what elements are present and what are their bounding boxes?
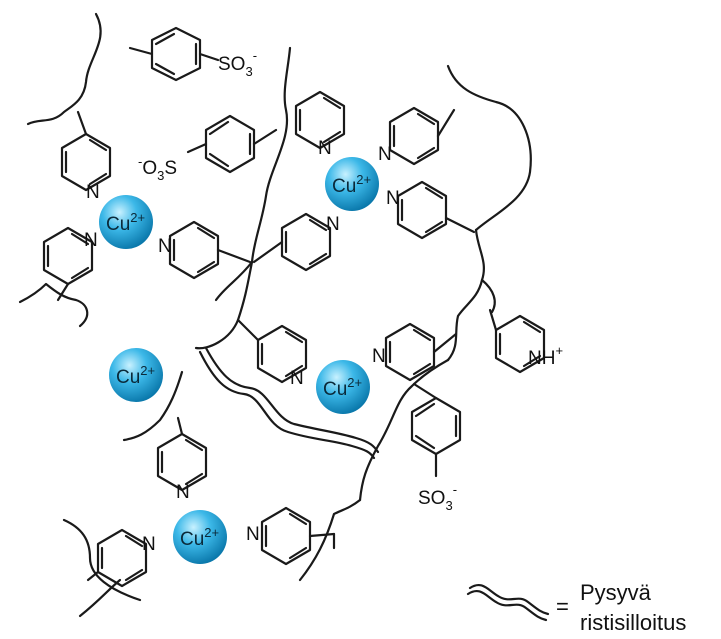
pyridine-n-label: N xyxy=(378,144,392,165)
aromatic-rings xyxy=(42,26,546,588)
legend: = Pysyvä ristisilloitus xyxy=(466,580,686,635)
pyridine-n-label: N xyxy=(318,138,332,159)
cu-ion-3: Cu2+ xyxy=(109,348,163,402)
pyridine-n-label: N xyxy=(372,346,386,367)
pyridine-n-label: N xyxy=(158,236,172,257)
legend-crosslink-symbol xyxy=(468,583,550,616)
pyridine-n-label: N xyxy=(176,482,190,503)
pyridine-n-label: N xyxy=(142,534,156,555)
svg-text:Cu2+: Cu2+ xyxy=(106,210,145,235)
polymer-chains xyxy=(18,12,532,618)
sulfonate-label-left: -O3S xyxy=(138,154,177,183)
cu-ion-2: Cu2+ xyxy=(325,157,379,211)
svg-text:Cu2+: Cu2+ xyxy=(332,172,371,197)
legend-equals: = xyxy=(556,594,569,619)
sulfonate-label-bottom: SO3- xyxy=(418,482,457,513)
legend-line-2: ristisilloitus xyxy=(580,610,686,635)
pyridine-n-label: N xyxy=(290,368,304,389)
legend-line-1: Pysyvä xyxy=(580,580,652,605)
svg-text:Cu2+: Cu2+ xyxy=(180,525,219,550)
pyridine-n-label: N xyxy=(84,230,98,251)
pyridine-n-label: N xyxy=(326,214,340,235)
permanent-crosslink xyxy=(198,346,380,460)
pyridinium-label: NH+ xyxy=(528,343,563,369)
sulfonate-label-top: SO3- xyxy=(218,48,257,79)
svg-text:Cu2+: Cu2+ xyxy=(116,363,155,388)
cu-ion-1: Cu2+ xyxy=(99,195,153,249)
pyridine-n-label: N xyxy=(246,524,260,545)
cu-ion-5: Cu2+ xyxy=(173,510,227,564)
pyridine-n-label: N xyxy=(386,188,400,209)
atom-labels: N N N N N N N N N N N N NH+ SO3- -O3S SO… xyxy=(84,48,563,555)
pyridine-n-label: N xyxy=(86,182,100,203)
cu-ion-4: Cu2+ xyxy=(316,360,370,414)
svg-text:Cu2+: Cu2+ xyxy=(323,375,362,400)
